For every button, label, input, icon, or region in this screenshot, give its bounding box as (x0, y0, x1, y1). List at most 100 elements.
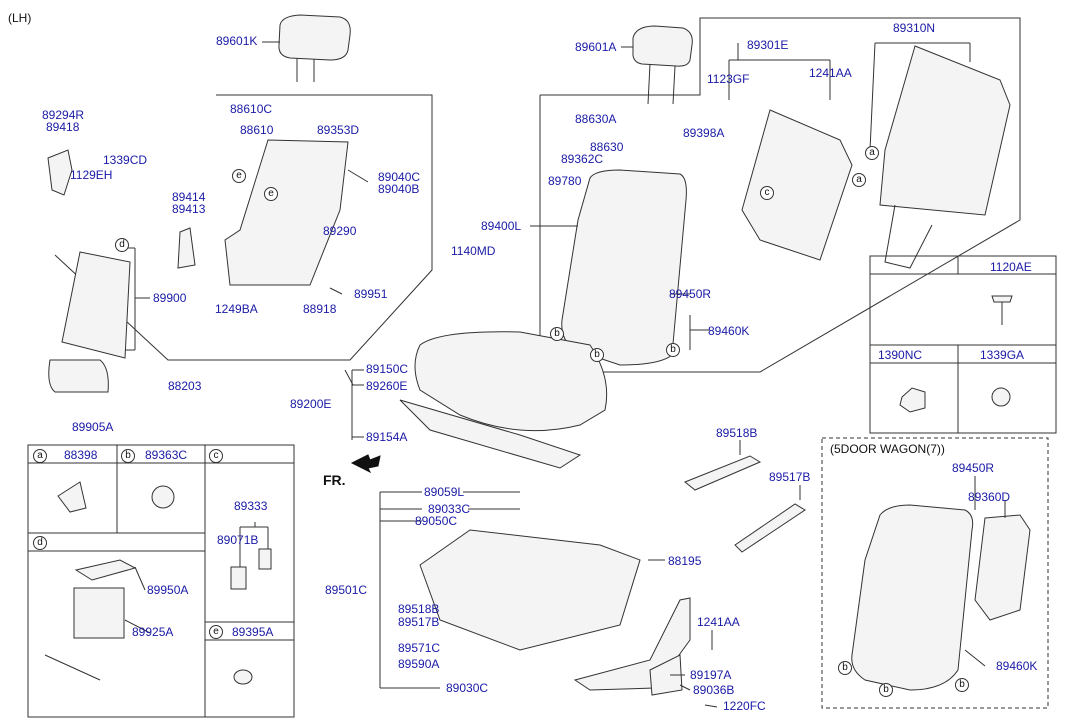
label-89150C[interactable]: 89150C (366, 362, 409, 376)
circle-b-6: b (955, 678, 969, 692)
label-89333[interactable]: 89333 (234, 499, 268, 513)
circle-d-header: d (33, 536, 47, 550)
label-89460K-2[interactable]: 89460K (996, 659, 1038, 673)
back-89310N (879, 45, 1011, 216)
header-1120AE[interactable]: 1120AE (990, 260, 1032, 274)
header-88398[interactable]: 88398 (64, 448, 98, 462)
label-89780[interactable]: 89780 (548, 174, 582, 188)
label-89413[interactable]: 89413 (172, 202, 206, 216)
label-89030C[interactable]: 89030C (446, 681, 489, 695)
left-assembly-outline (54, 94, 433, 361)
label-89951[interactable]: 89951 (354, 287, 388, 301)
part-89071B-b (258, 548, 272, 570)
label-89200E[interactable]: 89200E (290, 397, 332, 411)
label-88195[interactable]: 88195 (668, 554, 702, 568)
label-89905A[interactable]: 89905A (72, 420, 114, 434)
label-89571C[interactable]: 89571C (398, 641, 441, 655)
label-88203[interactable]: 88203 (168, 379, 202, 393)
label-89050C[interactable]: 89050C (415, 514, 458, 528)
label-89154A[interactable]: 89154A (366, 430, 408, 444)
label-1339CD[interactable]: 1339CD (103, 153, 148, 167)
circle-b-4: b (838, 661, 852, 675)
label-1140MD[interactable]: 1140MD (451, 244, 496, 258)
circle-e-header: e (209, 625, 223, 639)
label-89517B[interactable]: 89517B (769, 470, 811, 484)
part-88398 (57, 481, 87, 513)
part-1339GA (991, 387, 1011, 407)
label-1241AA-2[interactable]: 1241AA (697, 615, 740, 629)
label-88918[interactable]: 88918 (303, 302, 337, 316)
label-89460K[interactable]: 89460K (708, 324, 750, 338)
part-89925A (73, 587, 125, 639)
left-back-frame (224, 139, 349, 286)
part-89395A (233, 669, 253, 685)
label-89033C[interactable]: 89033C (428, 502, 471, 516)
label-88610C[interactable]: 88610C (230, 102, 273, 116)
label-1123GF[interactable]: 1123GF (707, 72, 750, 86)
circle-b-header: b (121, 449, 135, 463)
circle-b-2: b (590, 348, 604, 362)
header-1339GA[interactable]: 1339GA (980, 348, 1025, 362)
back-cushion-89400L (561, 169, 687, 366)
part-1390NC (899, 387, 926, 413)
label-88630[interactable]: 88630 (590, 140, 624, 154)
circle-e-1: e (232, 169, 246, 183)
wagon-pad-89360D (974, 514, 1031, 621)
header-89363C[interactable]: 89363C (145, 448, 188, 462)
label-89040C[interactable]: 89040C (378, 170, 421, 184)
circle-d-1: d (115, 238, 129, 252)
label-89353D[interactable]: 89353D (317, 123, 360, 137)
label-1220FC[interactable]: 1220FC (723, 699, 766, 713)
circle-a-header: a (33, 449, 47, 463)
label-89400L[interactable]: 89400L (481, 219, 522, 233)
label-88610[interactable]: 88610 (240, 123, 274, 137)
headrest-center (632, 25, 693, 67)
label-88630A[interactable]: 88630A (575, 112, 617, 126)
label-89418[interactable]: 89418 (46, 120, 80, 134)
label-89518B-2[interactable]: 89518B (398, 602, 440, 616)
wagon-label: (5DOOR WAGON(7)) (830, 442, 945, 456)
label-89398A[interactable]: 89398A (683, 126, 725, 140)
label-89601A[interactable]: 89601A (575, 40, 617, 54)
label-89517B-2[interactable]: 89517B (398, 615, 440, 629)
label-89518B[interactable]: 89518B (716, 426, 758, 440)
bracket-89294R (47, 149, 73, 196)
label-89362C[interactable]: 89362C (561, 152, 604, 166)
circle-b-1: b (550, 327, 564, 341)
label-89360D[interactable]: 89360D (968, 490, 1011, 504)
label-89501C[interactable]: 89501C (325, 583, 368, 597)
side-label: (LH) (8, 11, 32, 25)
circle-c-1: c (760, 186, 774, 200)
label-89059L[interactable]: 89059L (424, 485, 465, 499)
circle-c-header: c (209, 449, 223, 463)
wagon-back-cushion (851, 504, 974, 691)
label-89290[interactable]: 89290 (323, 224, 357, 238)
label-89590A[interactable]: 89590A (398, 657, 440, 671)
label-89450R[interactable]: 89450R (669, 287, 712, 301)
label-89925A[interactable]: 89925A (132, 625, 174, 639)
label-89601K[interactable]: 89601K (216, 34, 258, 48)
label-89036B[interactable]: 89036B (693, 683, 735, 697)
label-1241AA[interactable]: 1241AA (809, 66, 852, 80)
label-89301E[interactable]: 89301E (747, 38, 789, 52)
label-89310N[interactable]: 89310N (893, 21, 936, 35)
rail-89517B (734, 503, 806, 553)
label-89950A[interactable]: 89950A (147, 583, 189, 597)
circle-a-1: a (865, 146, 879, 160)
label-89071B[interactable]: 89071B (217, 533, 259, 547)
label-89040B[interactable]: 89040B (378, 182, 420, 196)
label-1249BA[interactable]: 1249BA (215, 302, 258, 316)
label-89450R-2[interactable]: 89450R (952, 461, 995, 475)
header-1390NC[interactable]: 1390NC (878, 348, 923, 362)
header-89395A[interactable]: 89395A (232, 625, 274, 639)
label-89414[interactable]: 89414 (172, 190, 206, 204)
hinge-89414 (177, 227, 196, 269)
circle-b-5: b (879, 683, 893, 697)
label-89260E[interactable]: 89260E (366, 379, 408, 393)
circle-b-3: b (666, 343, 680, 357)
label-89197A[interactable]: 89197A (690, 668, 732, 682)
label-89294R[interactable]: 89294R (42, 108, 85, 122)
label-89900[interactable]: 89900 (153, 291, 187, 305)
label-1129EH[interactable]: 1129EH (70, 168, 113, 182)
